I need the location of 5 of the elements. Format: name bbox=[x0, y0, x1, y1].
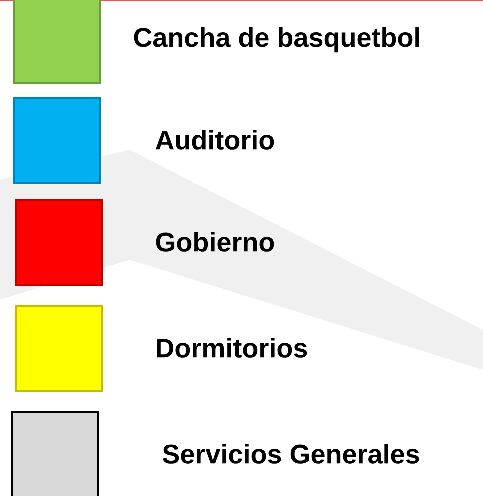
legend-label: Servicios Generales bbox=[162, 444, 420, 464]
legend-label: Cancha de basquetbol bbox=[134, 27, 420, 53]
legend-label: Auditorio bbox=[156, 130, 274, 150]
legend-label: Gobierno bbox=[156, 232, 274, 252]
legend-label: Dormitorios bbox=[157, 338, 308, 358]
